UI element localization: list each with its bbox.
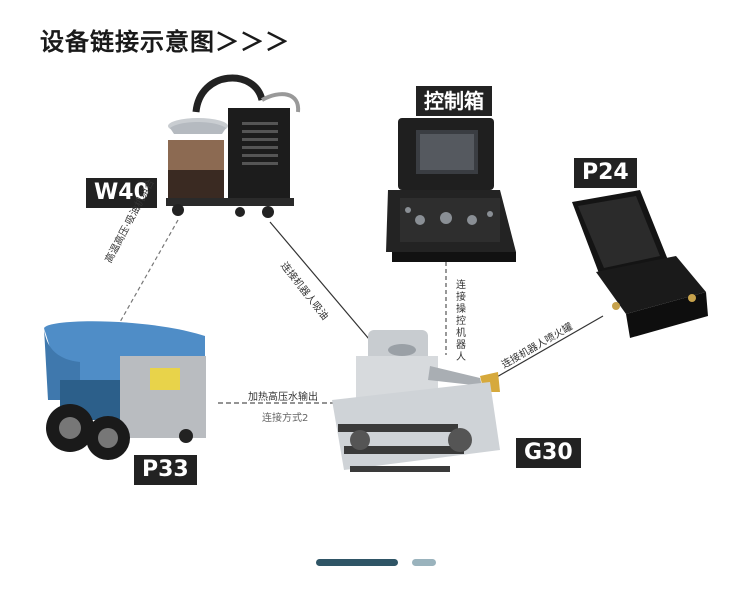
w40-device-image — [166, 74, 301, 218]
node-label-p24: P24 — [574, 158, 637, 188]
edge-w40-g30-line — [269, 221, 381, 353]
p24-device-image — [572, 190, 708, 338]
pager-dot-inactive[interactable] — [412, 559, 436, 566]
node-label-control-box: 控制箱 — [416, 86, 492, 116]
node-label-w40: W40 — [86, 178, 157, 208]
edge-p24-g30-line — [494, 315, 604, 379]
pager-dot-active[interactable] — [316, 559, 398, 566]
page-title: 设备链接示意图＞＞＞ — [40, 28, 290, 56]
control-box-device-image — [386, 118, 516, 262]
edge-label-p33-g30: 加热高压水输出 — [248, 392, 318, 403]
edge-w40-p33-line — [119, 219, 179, 323]
node-label-g30: G30 — [516, 438, 581, 468]
node-label-p33: P33 — [134, 455, 197, 485]
edge-label-control-g30: 连接操控机器人 — [456, 280, 466, 363]
edge-sublabel-p33-g30: 连接方式2 — [262, 413, 309, 424]
g30-device-image — [332, 330, 500, 472]
p33-device-image — [44, 321, 206, 460]
